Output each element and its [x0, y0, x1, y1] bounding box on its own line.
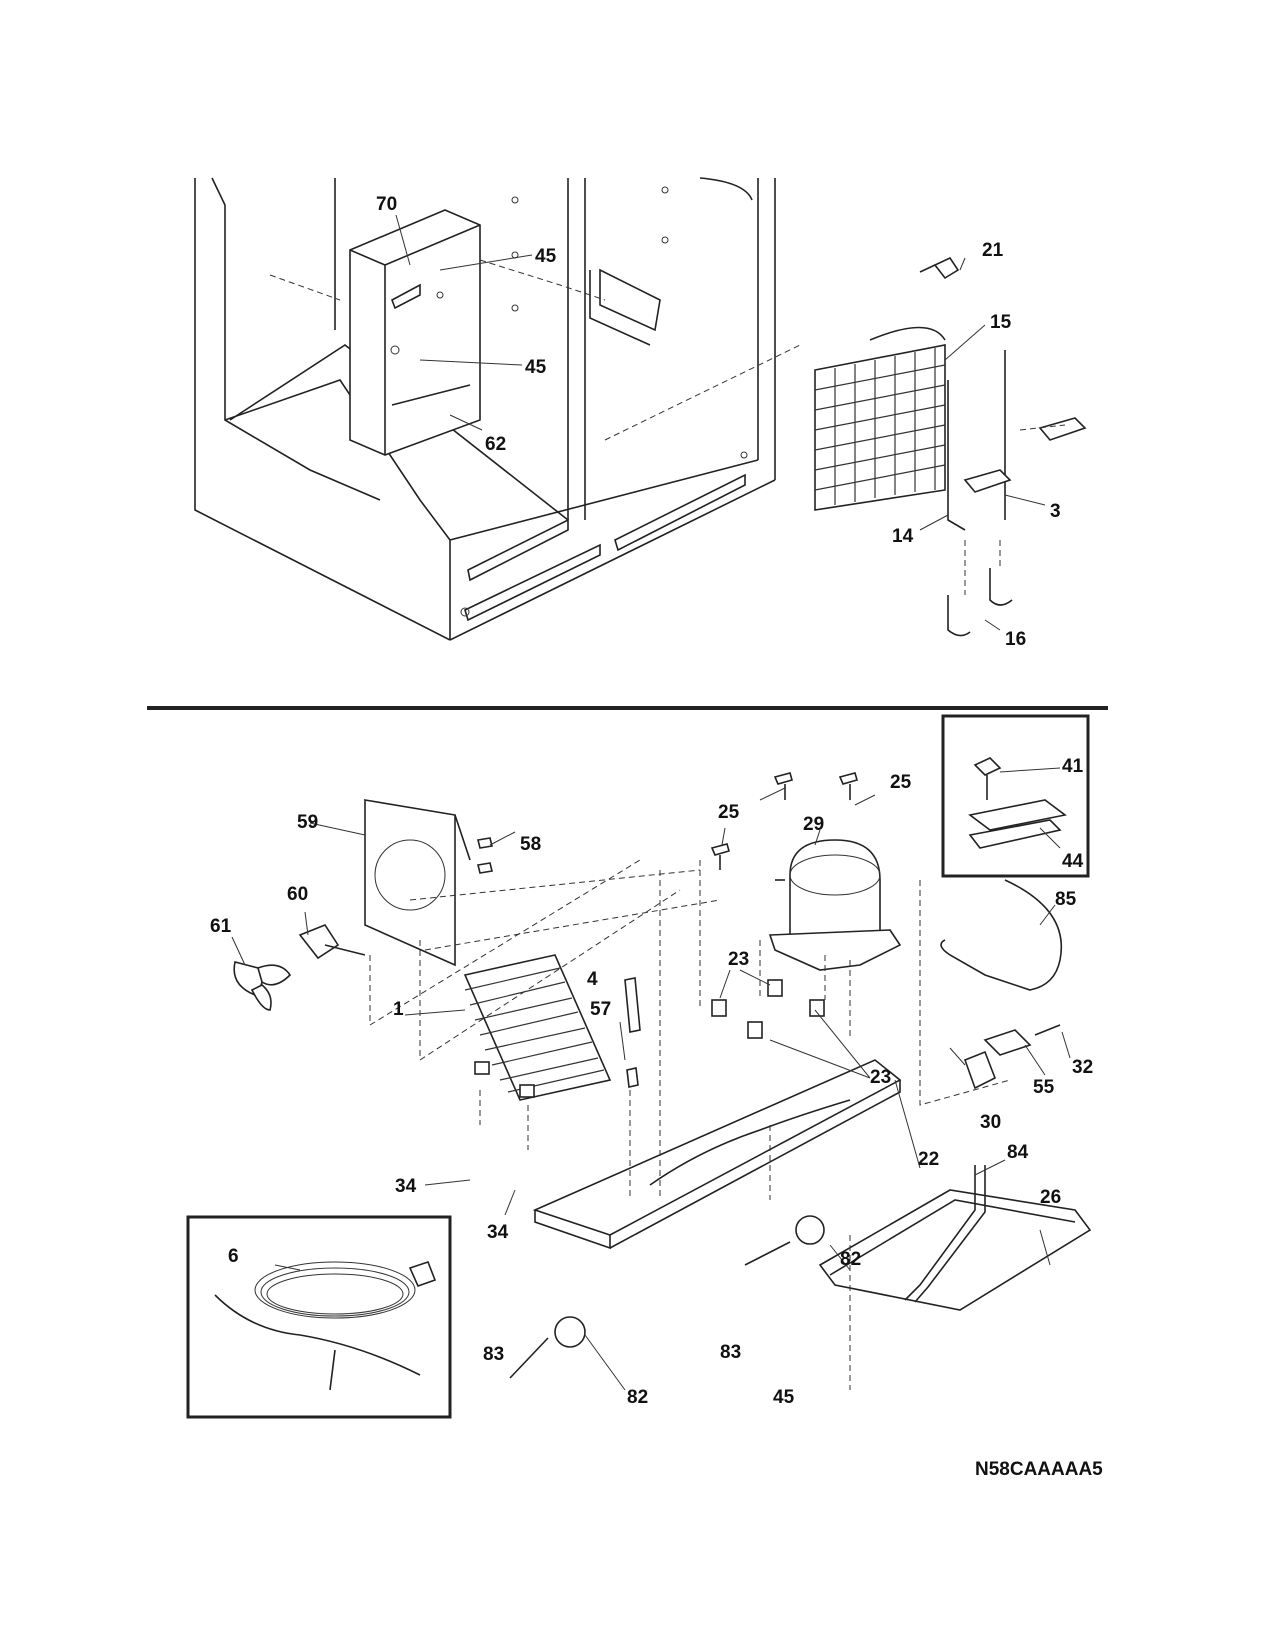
compressor [768, 839, 902, 971]
relay-and-overload [963, 1024, 1061, 1090]
callout-45: 45 [773, 1387, 795, 1408]
callout-60: 60 [287, 884, 308, 905]
callout-61: 61 [210, 916, 232, 937]
bottom-leader-lines [231, 787, 1071, 1391]
callout-16: 16 [1005, 629, 1026, 650]
drain-clips [947, 568, 1013, 637]
callout-29: 29 [803, 814, 824, 835]
callout-25: 25 [890, 772, 912, 793]
callout-34: 34 [395, 1176, 417, 1197]
cabinet-assembly [194, 177, 776, 641]
condenser-feet [474, 1061, 535, 1098]
callout-34: 34 [487, 1222, 509, 1243]
callout-26: 26 [1040, 1187, 1061, 1208]
wire-loop [940, 879, 1062, 991]
callout-4: 4 [587, 969, 598, 990]
fan-motor [298, 924, 366, 960]
callout-83: 83 [720, 1342, 741, 1363]
fan-shroud [364, 799, 493, 967]
callout-84: 84 [1007, 1142, 1029, 1163]
callout-59: 59 [297, 812, 318, 833]
callout-85: 85 [1055, 889, 1077, 910]
callout-32: 32 [1072, 1057, 1093, 1078]
callout-44: 44 [1062, 851, 1084, 872]
diagram-code: N58CAAAAA5 [975, 1459, 1103, 1480]
thermostat-bulb [919, 256, 960, 280]
callout-45: 45 [525, 357, 547, 378]
detail-inset-power-cord [186, 1215, 452, 1419]
callout-6: 6 [228, 1246, 239, 1267]
callout-22: 22 [918, 1149, 939, 1170]
fan-blade [233, 961, 292, 1011]
callout-25: 25 [718, 802, 740, 823]
grommets [711, 979, 825, 1039]
callout-30: 30 [980, 1112, 1001, 1133]
callout-labels: 70 45 45 62 21 15 3 14 16 25 25 29 41 44… [210, 194, 1103, 1480]
callout-1: 1 [393, 999, 404, 1020]
screw-and-bracket-detail [968, 757, 1067, 849]
drain-pan [818, 1189, 1092, 1311]
base-plate [532, 1059, 902, 1250]
power-cord [214, 1261, 437, 1391]
callout-82: 82 [840, 1249, 861, 1270]
callout-3: 3 [1050, 501, 1061, 522]
insulation-block-b [1038, 417, 1087, 441]
ice-dispenser-chute [349, 209, 481, 456]
callout-57: 57 [590, 999, 611, 1020]
callout-41: 41 [1062, 756, 1084, 777]
rollers [509, 1215, 825, 1379]
callout-62: 62 [485, 434, 506, 455]
callout-55: 55 [1033, 1077, 1055, 1098]
callout-23: 23 [728, 949, 749, 970]
compressor-mount-screws [710, 772, 858, 870]
callout-70: 70 [376, 194, 397, 215]
callout-58: 58 [520, 834, 541, 855]
callout-23: 23 [870, 1067, 891, 1088]
callout-83: 83 [483, 1344, 504, 1365]
evaporator-coil [814, 326, 1006, 531]
insulation-block-a [963, 469, 1012, 493]
callout-15: 15 [990, 312, 1012, 333]
top-leader-lines [269, 214, 1066, 631]
callout-14: 14 [892, 526, 914, 547]
drain-tube [904, 1165, 986, 1303]
callout-21: 21 [982, 240, 1004, 261]
callout-45: 45 [535, 246, 557, 267]
drier-filter [624, 977, 641, 1088]
callout-82: 82 [627, 1387, 648, 1408]
detail-inset-screw [941, 714, 1090, 878]
condenser-coil [463, 954, 612, 1101]
